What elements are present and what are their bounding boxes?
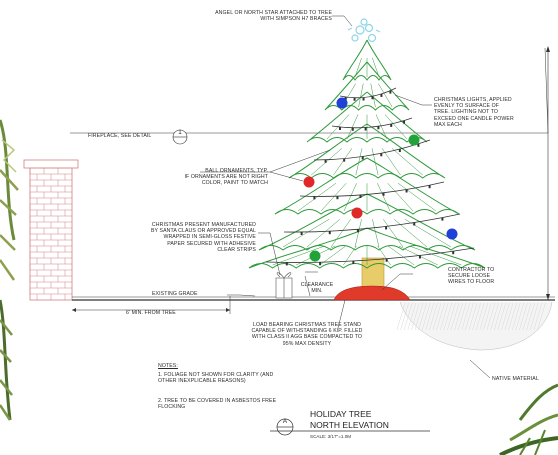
leader-lines xyxy=(200,15,491,379)
label-fireplace: FIREPLACE, SEE DETAIL xyxy=(88,133,152,139)
drawing-scale: SCALE: 3/17"=1.0m xyxy=(310,434,352,439)
notes-heading: NOTES: xyxy=(158,363,178,369)
label-present: CHRISTMAS PRESENT MANUFACTURED BY SANTA … xyxy=(150,222,256,253)
label-native-material: NATIVE MATERIAL xyxy=(492,376,539,382)
drawing-title-line2: NORTH ELEVATION xyxy=(310,420,389,430)
christmas-present xyxy=(275,272,293,299)
title-marker-letter: A xyxy=(282,418,288,425)
label-min-from-tree: 6' MIN. FROM TREE xyxy=(126,310,176,316)
label-ornaments: BALL ORNAMENTS, TYP. IF ORNAMENTS ARE NO… xyxy=(184,168,268,187)
label-lights: CHRISTMAS LIGHTS, APPLIED EVENLY TO SURF… xyxy=(434,97,514,128)
ornament-red-center xyxy=(351,207,363,219)
title-marker xyxy=(270,418,430,436)
note-1: 1. FOLIAGE NOT SHOWN FOR CLARITY (AND OT… xyxy=(158,372,274,385)
ornament-green-right xyxy=(408,134,420,146)
ornament-blue-right xyxy=(446,228,458,240)
native-material-hatch xyxy=(396,301,553,351)
palm-foliage xyxy=(0,119,19,421)
note-2: 2. TREE TO BE COVERED IN ASBESTOS FREE F… xyxy=(158,398,277,411)
foliage-bottom-right xyxy=(499,383,558,455)
label-clearance: CLEARANCE MIN. xyxy=(300,282,334,295)
fireplace-brick-column xyxy=(23,159,79,301)
label-tree-stand: LOAD BEARING CHRISTMAS TREE STAND CAPABL… xyxy=(251,322,363,347)
drawing-title-line1: HOLIDAY TREE xyxy=(310,409,372,419)
detail-marker-number: 1 xyxy=(178,129,182,136)
label-existing-grade: EXISTING GRADE xyxy=(152,291,198,297)
ornament-blue-top xyxy=(336,97,348,109)
detail-marker xyxy=(172,129,188,145)
tree-stand xyxy=(333,285,411,301)
label-angel: ANGEL OR NORTH STAR ATTACHED TO TREE WIT… xyxy=(215,10,332,23)
label-contractor: CONTRACTOR TO SECURE LOOSE WIRES TO FLOO… xyxy=(448,267,495,286)
angel-star xyxy=(347,18,381,43)
light-strings xyxy=(265,87,475,266)
ornament-red-left xyxy=(303,176,315,188)
ornament-green-bottom xyxy=(309,250,321,262)
christmas-tree xyxy=(248,39,486,269)
